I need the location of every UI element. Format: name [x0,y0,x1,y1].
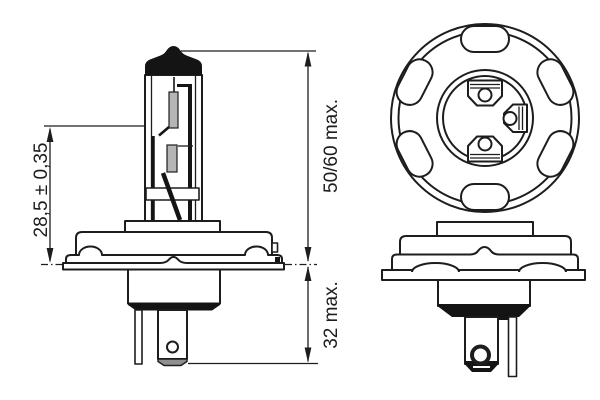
contact-bottom-hole [477,136,493,152]
arrow-down-icon [304,247,312,262]
wave-washer-left [411,262,460,273]
filament-low [166,144,178,173]
base-side-view [381,221,586,378]
terminal-hole [166,340,179,354]
ring-slot-se [536,130,575,178]
filament-high [168,91,179,129]
collar-key-tab [271,242,279,253]
filament-bend-wire [158,126,170,137]
ring-slot-top [460,25,510,53]
connector-body [437,279,531,307]
terminal-blade-side [507,316,518,378]
ring-slot-ne [536,58,575,106]
terminal-blade-side [134,309,143,365]
base-collar [75,231,273,254]
ring-slot-bottom [460,183,510,211]
arrow-up-icon [46,127,54,142]
base-step-1 [436,221,534,237]
dim-label-light-center: 28,5 ± 0,35 [31,143,52,238]
dim-label-overall: 50/60 max. [321,99,342,193]
base-sleeve-plate [124,220,221,233]
terminal-hole [470,344,491,366]
lead-wire-diagonal [160,172,183,221]
solder-band [128,303,220,311]
arrow-down-icon [46,248,54,263]
ring-slot-sw [395,130,434,178]
skirt-nub [275,257,280,262]
arrow-down-icon [304,347,312,363]
dim-overall-length: 50/60 max. [181,50,342,266]
arrow-up-icon [304,51,312,67]
connector-body [127,268,221,305]
wave-washer-right [518,262,567,273]
contact-bottom-crimp-lines [470,153,500,159]
bulb-tip [145,46,202,75]
terminal-mark [499,313,508,320]
dim-light-center: 28,5 ± 0,35 [31,125,145,266]
base-step-2 [399,235,572,255]
base-top-view [390,23,580,213]
dim-base-length: 32 max. [188,266,342,365]
terminal-tip [157,358,188,367]
bulb-side-view [62,46,285,367]
flange-plate [62,256,285,271]
ring-slot-nw [395,58,434,106]
contact-right-hole [502,111,518,126]
solder-band [438,304,530,317]
contact-right-crimp-lines [518,106,524,130]
arrow-up-icon [304,266,312,281]
contact-top-hole [477,87,493,103]
dim-label-base: 32 max. [321,281,342,349]
spring-skirt [65,245,283,264]
